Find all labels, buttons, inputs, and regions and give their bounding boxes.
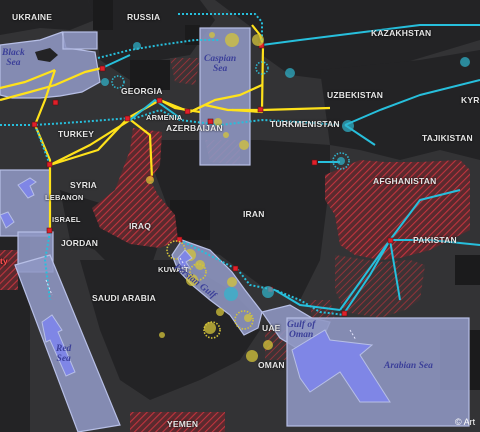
black-sea-box: [62, 31, 98, 50]
label-yemen: YEMEN: [167, 419, 199, 429]
label-tajikistan: TAJIKISTAN: [422, 133, 473, 143]
gas-pipelines-solid: [101, 24, 480, 313]
label-syria: SYRIA: [70, 180, 97, 190]
label-jordan: JORDAN: [61, 238, 99, 248]
label-kyrgyzstan: KYRG: [461, 95, 480, 105]
label-arabian-sea: Arabian Sea: [384, 361, 433, 371]
label-egypt-partial: ty: [0, 256, 8, 266]
label-russia: RUSSIA: [127, 12, 161, 22]
label-ukraine: UKRAINE: [12, 12, 53, 22]
label-armenia: ARMENIA: [146, 113, 183, 122]
label-gulf-of-oman: Gulf of Oman: [287, 320, 316, 340]
sea-overlays: [0, 27, 470, 432]
label-kuwait: KUWAIT: [158, 265, 189, 274]
arrow-med-lower: [0, 211, 15, 229]
label-turkmenistan: TURKMENISTAN: [270, 119, 340, 129]
oil-fields: [146, 32, 273, 362]
label-lebanon: LEBANON: [45, 193, 84, 202]
label-turkey: TURKEY: [58, 129, 95, 139]
copyright-notice: © Art: [455, 417, 476, 427]
arrow-arabian-sea: [291, 329, 391, 403]
label-iraq: IRAQ: [129, 221, 152, 231]
label-kazakhstan: KAZAKHSTAN: [371, 28, 432, 38]
label-saudi-arabia: SAUDI ARABIA: [92, 293, 156, 303]
arrow-red-sea: [41, 314, 76, 377]
label-oman: OMAN: [258, 360, 285, 370]
label-afghanistan: AFGHANISTAN: [373, 176, 437, 186]
label-red-sea: Red Sea: [56, 344, 72, 364]
label-uzbekistan: UZBEKISTAN: [327, 90, 384, 100]
shipping-arrows: [0, 177, 391, 403]
label-israel: ISRAEL: [52, 215, 81, 224]
arrow-gulf: [177, 249, 193, 271]
gas-pipelines-dotted: [0, 13, 346, 316]
label-pakistan: PAKISTAN: [413, 235, 457, 245]
red-sea-corridor: [14, 254, 121, 432]
label-azerbaijan: AZERBAIJAN: [166, 123, 223, 133]
label-iran: IRAN: [243, 209, 265, 219]
gas-fields-dotted: [111, 61, 350, 170]
label-caspian-sea: Caspian Sea: [204, 54, 237, 74]
label-georgia: GEORGIA: [121, 86, 163, 96]
arrow-dashes: [45, 257, 357, 341]
label-uae: UAE: [262, 323, 281, 333]
gas-fields: [101, 42, 470, 301]
arrow-med: [17, 177, 37, 199]
label-black-sea: Black Sea: [2, 48, 25, 68]
